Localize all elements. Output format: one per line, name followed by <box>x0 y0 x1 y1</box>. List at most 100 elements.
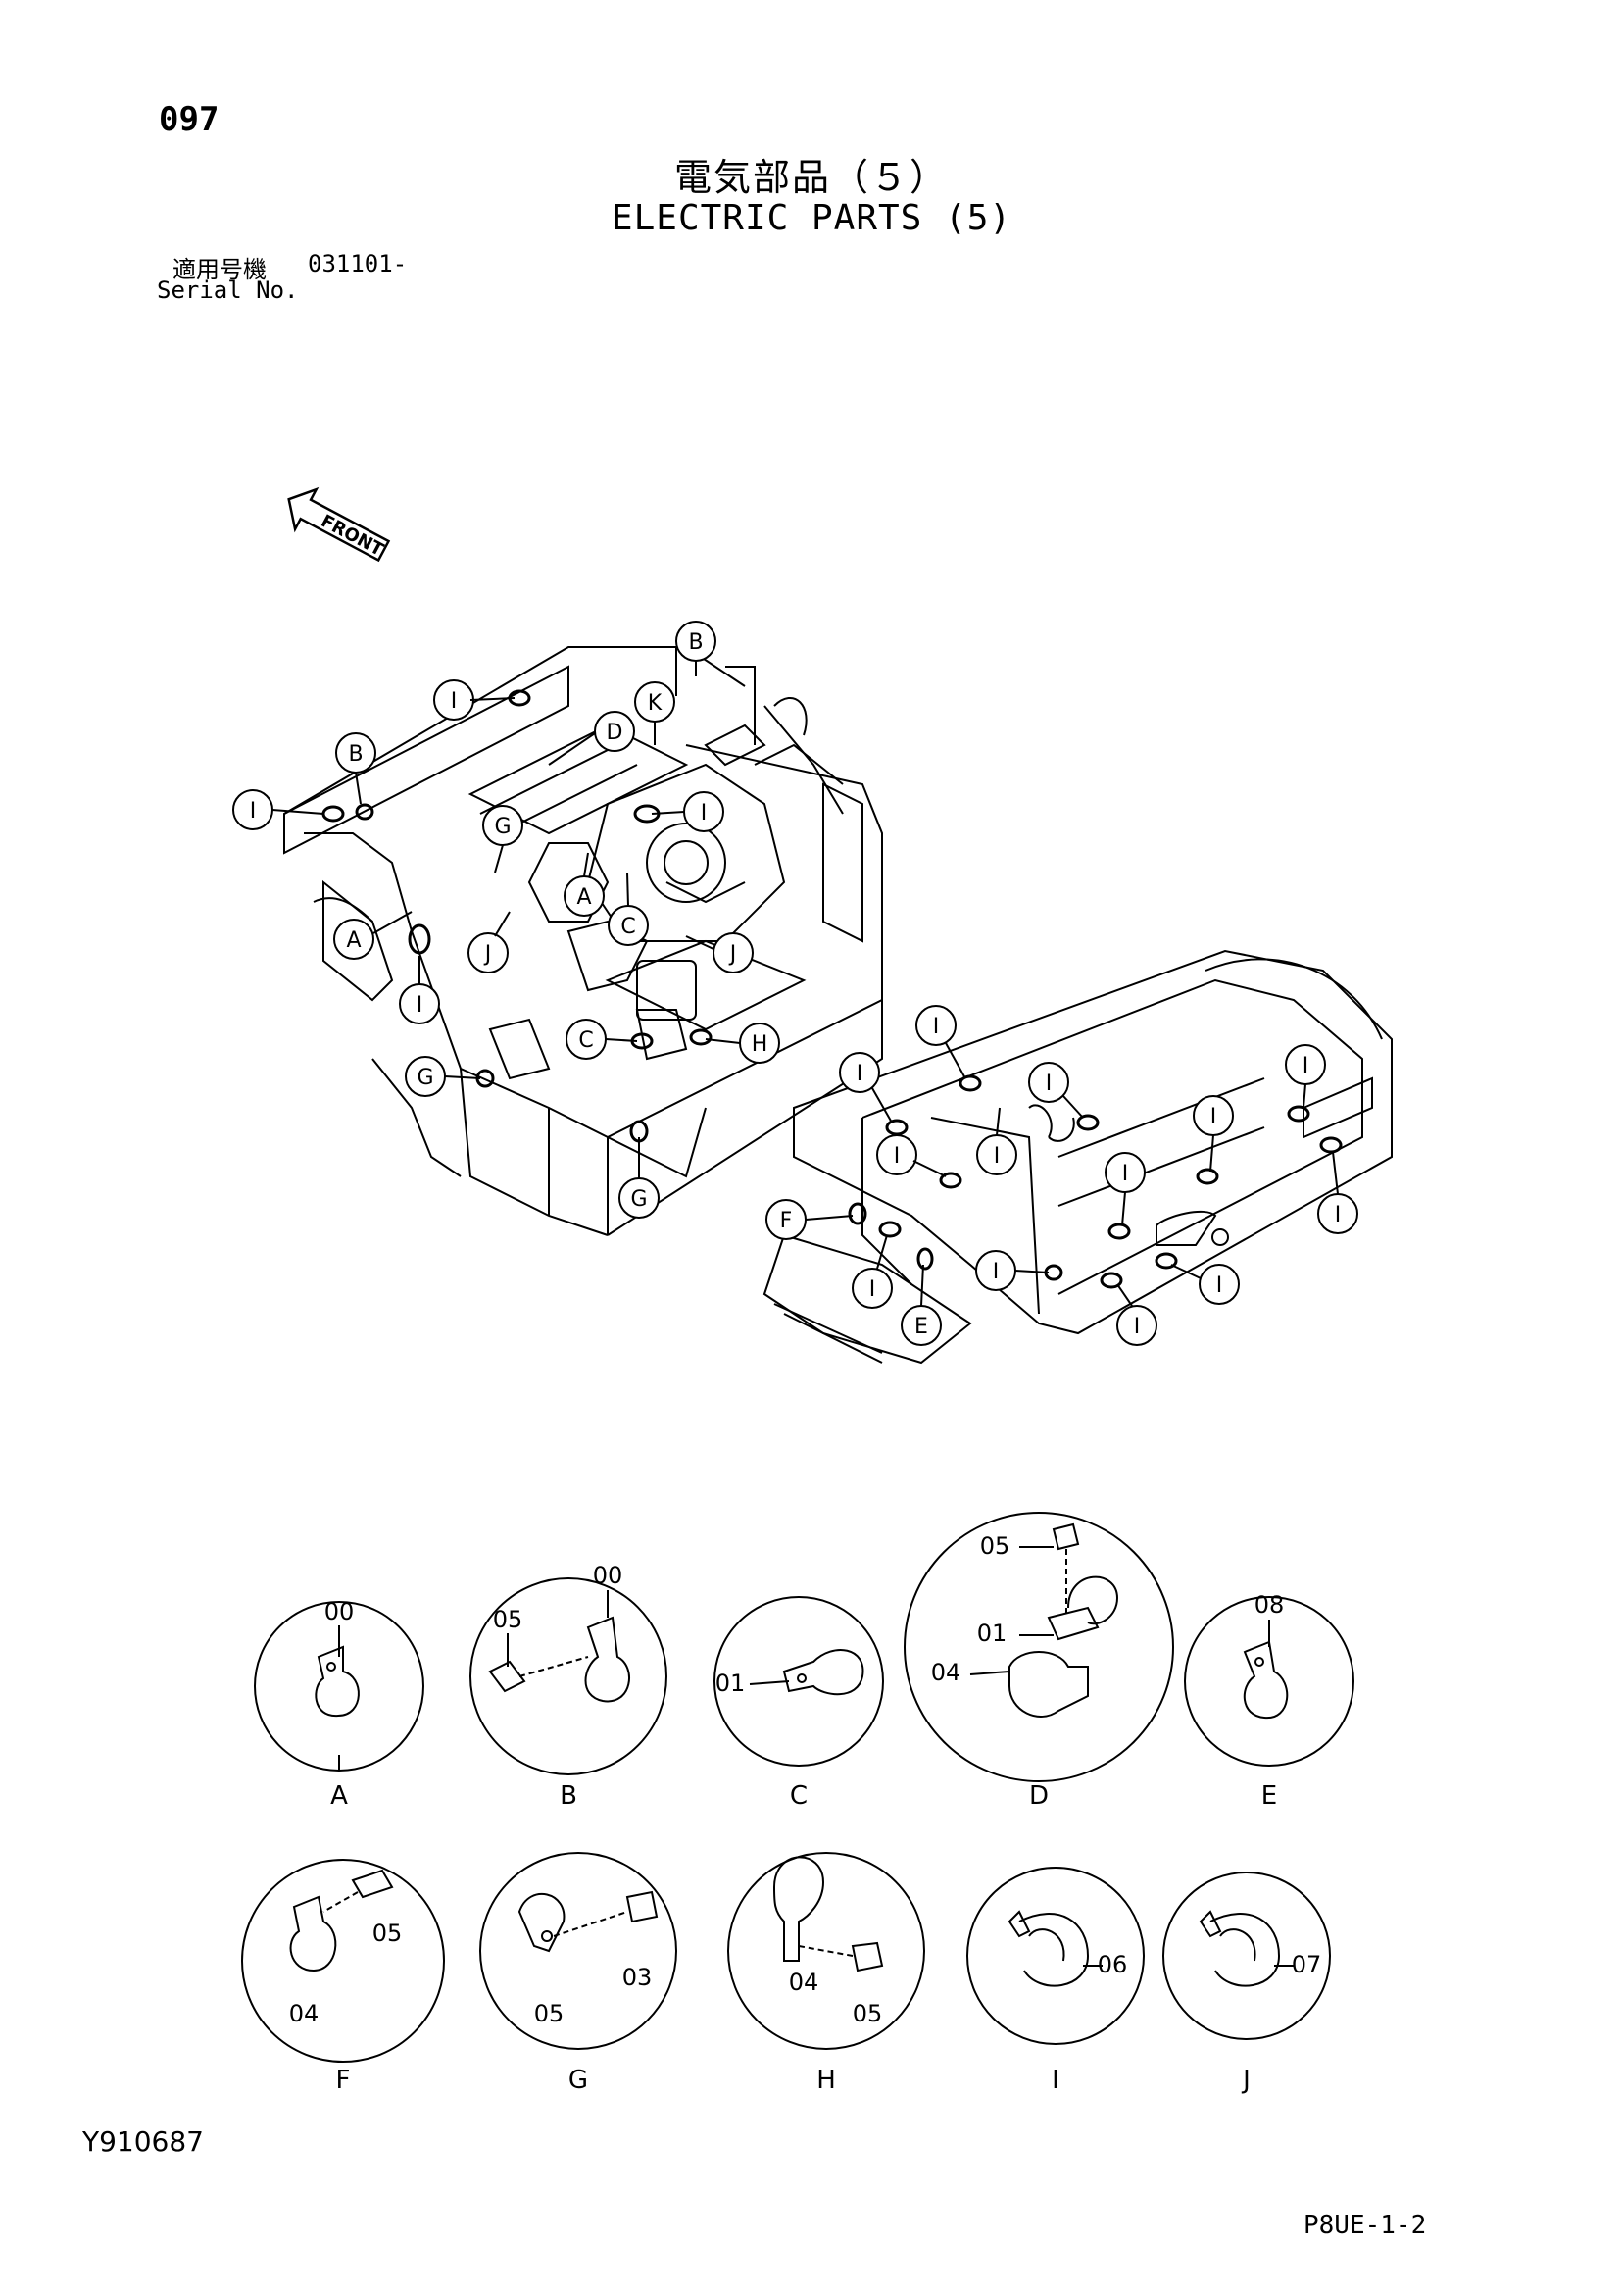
title-japanese: 電気部品（５） <box>673 156 949 199</box>
svg-text:00: 00 <box>324 1598 355 1625</box>
upper-frame-drawing <box>283 646 883 1236</box>
callout-I-15: I <box>852 1234 893 1309</box>
svg-text:04: 04 <box>789 1969 819 1996</box>
svg-text:I: I <box>1052 2066 1059 2095</box>
detail-D: D 05 01 04 <box>904 1512 1174 1811</box>
svg-text:C: C <box>790 1781 808 1811</box>
front-arrow-icon: FRONT <box>287 486 391 563</box>
callout-A-2: A <box>333 911 413 960</box>
svg-text:I: I <box>994 1144 1001 1169</box>
svg-text:I: I <box>869 1277 876 1302</box>
svg-text:A: A <box>576 885 591 910</box>
callout-A-1: A <box>564 852 605 917</box>
svg-text:I: I <box>451 689 458 714</box>
svg-text:C: C <box>578 1028 593 1053</box>
svg-text:I: I <box>894 1144 901 1169</box>
svg-text:G: G <box>568 2066 588 2095</box>
svg-text:05: 05 <box>372 1920 403 1947</box>
svg-text:05: 05 <box>534 2000 565 2027</box>
svg-text:A: A <box>346 928 361 953</box>
svg-text:I: I <box>933 1015 940 1039</box>
detail-E: E 08 <box>1184 1591 1354 1811</box>
callout-I-8: I <box>1285 1044 1326 1109</box>
title-english: ELECTRIC PARTS (5) <box>611 198 1012 238</box>
svg-text:J: J <box>483 942 492 967</box>
svg-text:D: D <box>607 721 623 745</box>
callout-I-11: I <box>876 1134 947 1177</box>
svg-text:F: F <box>780 1209 793 1233</box>
callout-J-1: J <box>467 911 511 973</box>
svg-text:I: I <box>1210 1105 1217 1129</box>
callout-I-12: I <box>1105 1152 1146 1226</box>
svg-text:08: 08 <box>1254 1591 1285 1619</box>
callout-G-3: G <box>618 1137 660 1219</box>
callout-I-2: I <box>232 789 324 830</box>
detail-F: F 05 04 <box>241 1859 445 2095</box>
svg-text:I: I <box>701 801 708 825</box>
svg-text:D: D <box>1029 1781 1049 1811</box>
callout-D: D <box>548 711 635 766</box>
svg-text:05: 05 <box>853 2000 883 2027</box>
svg-text:00: 00 <box>593 1562 623 1589</box>
svg-text:A: A <box>330 1781 348 1811</box>
page-number: 097 <box>159 100 220 139</box>
svg-text:03: 03 <box>622 1964 653 1991</box>
svg-text:01: 01 <box>977 1620 1008 1647</box>
svg-text:07: 07 <box>1292 1951 1322 1978</box>
svg-text:H: H <box>816 2066 836 2095</box>
callout-I-3: I <box>651 791 724 832</box>
callout-B-1: B <box>675 621 716 676</box>
serial-label-japanese: 適用号機 <box>172 256 267 283</box>
serial-value: 031101- <box>308 250 408 277</box>
callout-I-14: I <box>975 1250 1050 1291</box>
callout-I-9: I <box>1193 1095 1234 1173</box>
svg-text:G: G <box>417 1066 433 1090</box>
clamp-marks <box>321 689 1343 1289</box>
svg-text:H: H <box>752 1032 768 1057</box>
callout-I-1: I <box>433 679 516 721</box>
drawing-number: Y910687 <box>82 2125 204 2158</box>
svg-text:I: I <box>417 993 423 1018</box>
callout-I-5: I <box>915 1005 966 1079</box>
serial-label-english: Serial No. <box>157 276 299 304</box>
callout-B-2: B <box>335 732 376 805</box>
svg-text:B: B <box>348 742 363 767</box>
svg-text:04: 04 <box>931 1659 961 1686</box>
callout-G-1: G <box>482 805 523 873</box>
svg-text:I: I <box>1335 1203 1342 1227</box>
callout-I-7: I <box>1028 1062 1084 1119</box>
callout-F: F <box>765 1199 854 1240</box>
callout-E: E <box>901 1264 942 1346</box>
svg-text:J: J <box>728 942 737 967</box>
svg-text:G: G <box>630 1187 647 1212</box>
svg-text:E: E <box>1261 1781 1277 1811</box>
svg-text:I: I <box>250 799 257 824</box>
svg-text:05: 05 <box>493 1606 523 1633</box>
svg-text:G: G <box>494 815 511 839</box>
callout-G-2: G <box>405 1056 481 1097</box>
callout-H: H <box>705 1023 780 1064</box>
svg-text:I: I <box>1122 1162 1129 1186</box>
svg-text:F: F <box>336 2066 351 2095</box>
svg-text:B: B <box>688 630 703 655</box>
detail-C: C 01 <box>713 1596 884 1811</box>
svg-text:C: C <box>620 915 635 939</box>
detail-G: G 05 03 <box>479 1852 677 2095</box>
svg-text:I: I <box>1303 1054 1309 1078</box>
page-code: P8UE-1-2 <box>1303 2211 1427 2240</box>
detail-A: A 00 <box>254 1598 424 1811</box>
svg-text:E: E <box>914 1315 928 1339</box>
detail-H: H 04 05 <box>727 1852 925 2095</box>
callout-I-17: I <box>1116 1283 1157 1346</box>
detail-I: I 06 <box>966 1867 1145 2095</box>
svg-text:I: I <box>1216 1273 1223 1298</box>
detail-J: J 07 <box>1162 1872 1331 2095</box>
callout-I-10: I <box>976 1107 1017 1175</box>
svg-text:K: K <box>648 691 663 716</box>
svg-text:I: I <box>993 1260 1000 1284</box>
svg-text:I: I <box>1046 1072 1053 1096</box>
svg-text:01: 01 <box>715 1670 746 1697</box>
callout-C-1: C <box>608 872 649 946</box>
callout-C-2: C <box>566 1019 638 1060</box>
